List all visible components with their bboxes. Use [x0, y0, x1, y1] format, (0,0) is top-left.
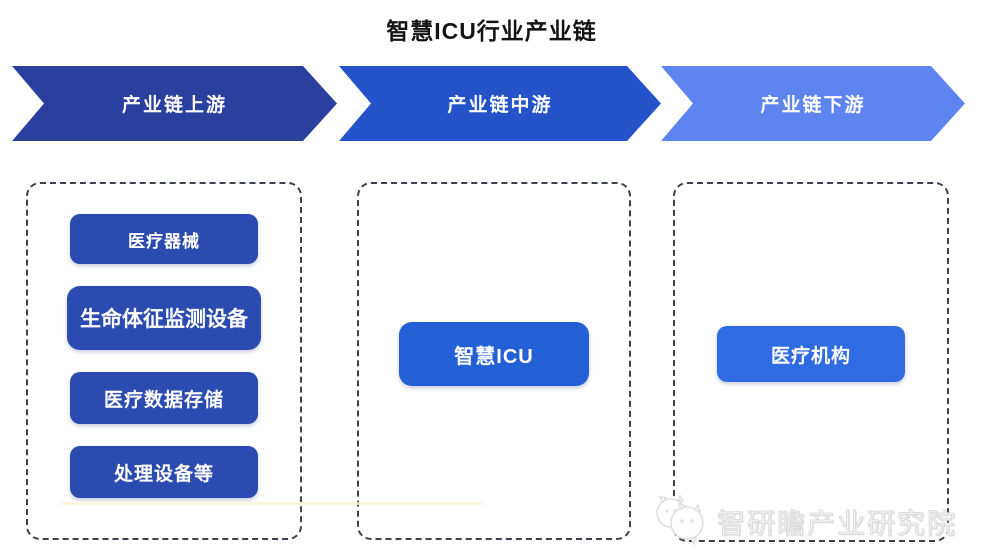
stage-arrow-downstream: 产业链下游 — [661, 66, 965, 141]
downstream-group-box: 医疗机构 — [673, 182, 949, 542]
midstream-item-smart-icu: 智慧ICU — [399, 322, 589, 386]
upstream-item-processing-equipment: 处理设备等 — [70, 446, 258, 498]
downstream-item-medical-institutions: 医疗机构 — [717, 326, 905, 382]
upstream-item-medical-data-storage: 医疗数据存储 — [70, 372, 258, 424]
upstream-group-box: 医疗器械 生命体征监测设备 医疗数据存储 处理设备等 — [26, 182, 302, 540]
stage-arrow-upstream: 产业链上游 — [12, 66, 337, 141]
stage-label-midstream: 产业链中游 — [447, 95, 553, 116]
page-title: 智慧ICU行业产业链 — [386, 18, 597, 44]
upstream-item-medical-devices: 医疗器械 — [70, 214, 258, 264]
upstream-item-vital-signs-monitoring: 生命体征监测设备 — [67, 286, 261, 350]
stage-label-upstream: 产业链上游 — [121, 95, 227, 116]
highlight-artifact — [62, 502, 482, 505]
midstream-group-box: 智慧ICU — [357, 182, 631, 540]
stage-label-downstream: 产业链下游 — [760, 95, 866, 116]
stage-arrow-midstream: 产业链中游 — [339, 66, 661, 141]
